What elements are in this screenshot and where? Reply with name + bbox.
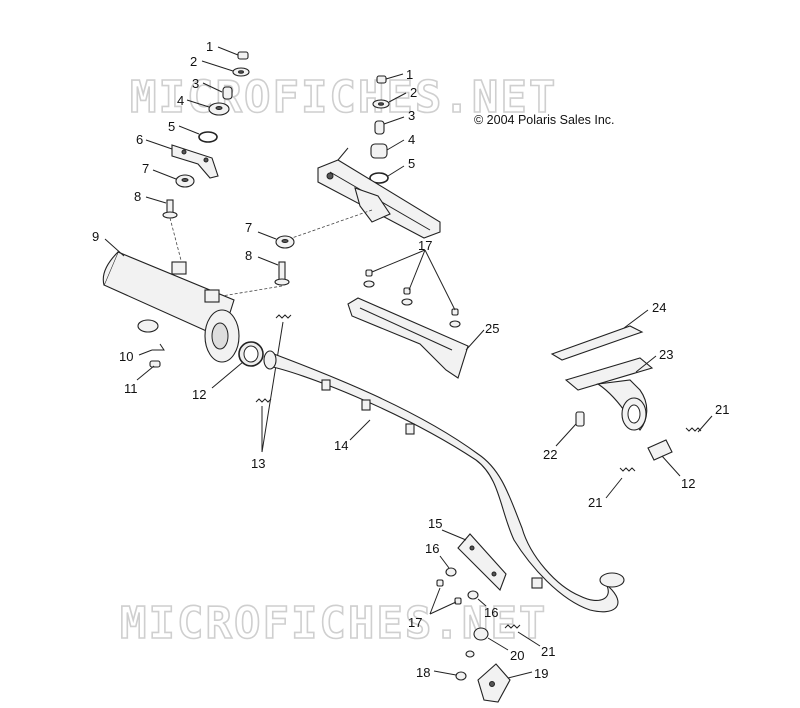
- washer-16-lower: [467, 590, 487, 607]
- springs-13: [255, 314, 292, 453]
- callout-11: 11: [124, 381, 138, 396]
- ring-5-left: [178, 125, 218, 143]
- callout-labels: 1 2 3 4 5 6 7 8 1 2 3 4 5 7 8 9 10 11 12…: [92, 39, 729, 681]
- callout-5-right: 5: [408, 156, 415, 171]
- watermark-top: MICROFICHES.NET: [130, 72, 557, 123]
- callout-17-upper: 17: [418, 238, 432, 253]
- callout-14: 14: [334, 438, 348, 453]
- callout-15: 15: [428, 516, 442, 531]
- grommet-7-center: [257, 231, 295, 249]
- callout-23: 23: [659, 347, 673, 362]
- spring-21-right: [685, 415, 713, 433]
- bracket-19: [477, 663, 533, 703]
- gasket-12-right: [647, 439, 681, 477]
- watermark-bottom: MICROFICHES.NET: [120, 598, 547, 649]
- grommet-4-left: [186, 99, 230, 116]
- screw-11: [136, 360, 161, 381]
- callout-4-left: 4: [177, 93, 184, 108]
- spring-21-bottom: [504, 624, 541, 647]
- heat-shield-25: [347, 297, 485, 379]
- callout-21-bottom: 21: [541, 644, 555, 659]
- callout-8-center: 8: [245, 248, 252, 263]
- callout-21-middle: 21: [588, 495, 602, 510]
- spacer-3-left: [202, 82, 233, 100]
- ring-5-right: [369, 165, 405, 184]
- spring-clip-10: [138, 343, 165, 356]
- callout-6: 6: [136, 132, 143, 147]
- bolt-8-left: [145, 196, 183, 265]
- washer-2-left: [201, 60, 250, 77]
- callout-3-left: 3: [192, 76, 199, 91]
- grommet-7-left: [152, 169, 195, 188]
- callout-7-center: 7: [245, 220, 252, 235]
- frame-rail: [291, 147, 441, 239]
- nut-18: [433, 670, 467, 681]
- bolts-17-upper: [363, 249, 461, 328]
- bolt-1-right: [376, 73, 404, 84]
- grommet-20: [465, 627, 509, 658]
- callout-16-upper: 16: [425, 541, 439, 556]
- callout-7-left: 7: [142, 161, 149, 176]
- callout-10: 10: [119, 349, 133, 364]
- copyright-text: © 2004 Polaris Sales Inc.: [474, 113, 615, 127]
- gasket-12-left: [211, 341, 264, 389]
- right-hardware-stack: [369, 73, 407, 184]
- washer-16-upper: [439, 555, 457, 577]
- callout-24: 24: [652, 300, 666, 315]
- spacer-3-right: [374, 116, 405, 135]
- callout-1-left: 1: [206, 39, 213, 54]
- callout-19: 19: [534, 666, 548, 681]
- muffler-9: [102, 238, 240, 363]
- callout-2-left: 2: [190, 54, 197, 69]
- callout-22: 22: [543, 447, 557, 462]
- bolt-8-center: [221, 256, 290, 297]
- head-pipe-14: [263, 350, 625, 613]
- stud-22: [555, 411, 585, 447]
- callout-9: 9: [92, 229, 99, 244]
- spring-21-middle: [605, 467, 636, 499]
- bolt-1-left: [217, 46, 249, 60]
- callout-12-right: 12: [681, 476, 695, 491]
- heat-shield-15: [441, 529, 507, 591]
- washer-2-right: [372, 92, 407, 109]
- callout-2-right: 2: [410, 85, 417, 100]
- gasket-24: [550, 309, 649, 361]
- callout-12-left: 12: [192, 387, 206, 402]
- callout-21-right: 21: [715, 402, 729, 417]
- left-hardware-stack: [145, 46, 250, 265]
- callout-16-lower: 16: [484, 605, 498, 620]
- grommet-4-right: [370, 139, 405, 159]
- callout-13: 13: [251, 456, 265, 471]
- callout-1-right: 1: [406, 67, 413, 82]
- exhaust-flange-23: [564, 355, 657, 431]
- bolts-17-lower: [429, 579, 462, 615]
- callout-17-lower: 17: [408, 615, 422, 630]
- callout-20: 20: [510, 648, 524, 663]
- callout-25: 25: [485, 321, 499, 336]
- callout-8-left: 8: [134, 189, 141, 204]
- callout-5-left: 5: [168, 119, 175, 134]
- bracket-6: [145, 139, 219, 179]
- callout-4-right: 4: [408, 132, 415, 147]
- callout-3-right: 3: [408, 108, 415, 123]
- callout-18: 18: [416, 665, 430, 680]
